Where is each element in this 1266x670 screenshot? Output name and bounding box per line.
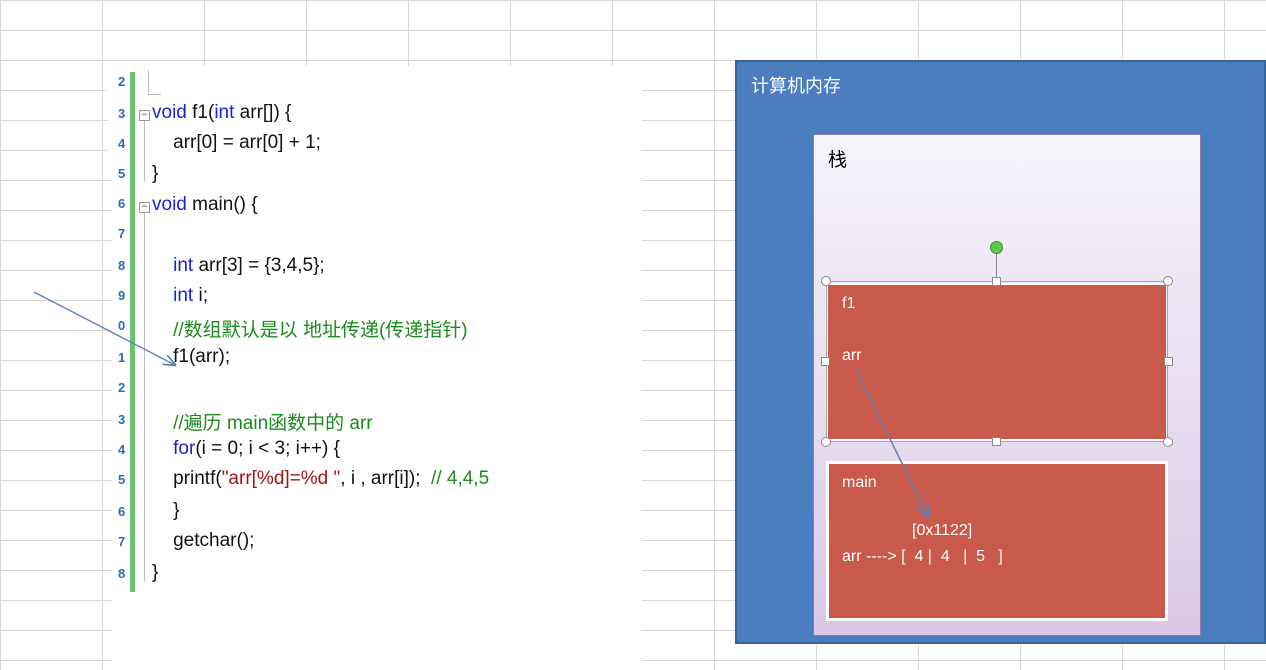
resize-handle-icon[interactable] bbox=[1164, 357, 1173, 366]
code-token: int bbox=[173, 255, 194, 276]
memory-title: 计算机内存 bbox=[751, 76, 841, 97]
resize-handle-icon[interactable] bbox=[992, 277, 1001, 286]
line-number: 9 bbox=[118, 288, 126, 303]
text-cursor-area bbox=[148, 70, 161, 95]
line-number: 2 bbox=[118, 74, 126, 89]
line-number: 5 bbox=[118, 472, 126, 487]
code-token: void bbox=[152, 102, 187, 123]
code-token: arr[3] = {3,4,5}; bbox=[193, 255, 325, 276]
code-line: f1(arr); bbox=[152, 346, 230, 368]
code-line: } bbox=[152, 163, 158, 185]
resize-handle-icon[interactable] bbox=[1163, 276, 1173, 286]
main-frame-name: main bbox=[842, 474, 877, 491]
code-token: // 4,4,5 bbox=[431, 468, 490, 489]
code-token bbox=[152, 285, 173, 306]
code-token: printf( bbox=[152, 468, 222, 489]
code-line: } bbox=[152, 562, 158, 584]
line-number: 0 bbox=[118, 318, 126, 333]
main-stack-frame: main [0x1122] arr ----> [ 4 | 4 | 5 ] bbox=[826, 461, 1168, 621]
code-token: } bbox=[152, 562, 159, 583]
code-line: void main() { bbox=[152, 194, 258, 216]
line-number: 6 bbox=[118, 196, 126, 211]
resize-handle-icon[interactable] bbox=[821, 357, 830, 366]
line-number: 5 bbox=[118, 166, 126, 181]
code-token: main() { bbox=[186, 194, 258, 215]
line-number: 7 bbox=[118, 534, 126, 549]
resize-handle-icon[interactable] bbox=[821, 276, 831, 286]
code-token: for bbox=[173, 438, 196, 459]
code-line: getchar(); bbox=[152, 530, 254, 552]
line-number: 6 bbox=[118, 504, 126, 519]
collapse-toggle-icon[interactable]: − bbox=[139, 202, 150, 213]
fold-guide bbox=[144, 213, 145, 581]
code-token: (i = 0; i < 3; i++) { bbox=[195, 438, 341, 459]
code-token: f1( bbox=[186, 102, 215, 123]
code-token: void bbox=[152, 194, 187, 215]
code-token: getchar(); bbox=[152, 530, 255, 551]
code-token: f1(arr); bbox=[152, 346, 231, 367]
line-number: 2 bbox=[118, 380, 126, 395]
code-token: arr[0] = arr[0] + 1; bbox=[152, 132, 321, 153]
code-token bbox=[152, 255, 173, 276]
code-token: } bbox=[152, 500, 180, 521]
main-arr-values: arr ----> [ 4 | 4 | 5 ] bbox=[842, 548, 1003, 565]
code-line: for(i = 0; i < 3; i++) { bbox=[152, 438, 340, 460]
code-token: "arr[%d]=%d " bbox=[221, 468, 341, 489]
code-line: //遍历 main函数中的 arr bbox=[152, 408, 373, 435]
f1-arr-label: arr bbox=[842, 347, 862, 364]
code-token: } bbox=[152, 163, 159, 184]
line-number: 8 bbox=[118, 258, 126, 273]
code-line: printf("arr[%d]=%d ", i , arr[i]); // 4,… bbox=[152, 468, 489, 490]
collapse-toggle-icon[interactable]: − bbox=[139, 110, 150, 121]
change-marker-bar bbox=[130, 72, 135, 592]
code-line: //数组默认是以 地址传递(传递指针) bbox=[152, 315, 468, 342]
code-token: int bbox=[214, 102, 235, 123]
code-token: //遍历 main函数中的 arr bbox=[152, 413, 373, 434]
stack-region: 栈 f1 arr main [0x1122] arr ----> [ 4 | 4… bbox=[813, 134, 1201, 636]
rotation-stem bbox=[996, 253, 997, 283]
resize-handle-icon[interactable] bbox=[821, 437, 831, 447]
fold-guide bbox=[144, 121, 145, 181]
line-number: 8 bbox=[118, 566, 126, 581]
selection-outline bbox=[826, 281, 1168, 442]
code-line: arr[0] = arr[0] + 1; bbox=[152, 132, 321, 154]
code-token: arr[]) { bbox=[234, 102, 292, 123]
code-editor: 2 3 4 5 6 7 8 9 0 1 2 3 4 5 6 7 8 − − vo… bbox=[108, 66, 642, 670]
code-line: } bbox=[152, 500, 179, 522]
code-token: , i , arr[i]); bbox=[340, 468, 432, 489]
line-number: 1 bbox=[118, 350, 126, 365]
code-line: void f1(int arr[]) { bbox=[152, 102, 291, 124]
code-token: //数组默认是以 地址传递(传递指针) bbox=[152, 320, 468, 341]
code-token: int bbox=[173, 285, 194, 306]
f1-frame-name: f1 bbox=[842, 295, 856, 312]
line-number: 4 bbox=[118, 136, 126, 151]
code-token bbox=[152, 438, 173, 459]
code-line: int i; bbox=[152, 285, 208, 307]
code-line: int arr[3] = {3,4,5}; bbox=[152, 255, 325, 277]
stack-title: 栈 bbox=[828, 149, 848, 171]
resize-handle-icon[interactable] bbox=[992, 437, 1001, 446]
rotate-handle-icon[interactable] bbox=[990, 241, 1003, 254]
line-number: 3 bbox=[118, 412, 126, 427]
line-number: 4 bbox=[118, 442, 126, 457]
code-token: i; bbox=[193, 285, 208, 306]
resize-handle-icon[interactable] bbox=[1163, 437, 1173, 447]
line-number: 3 bbox=[118, 106, 126, 121]
memory-diagram: 计算机内存 栈 f1 arr main [0x1122] arr ----> [… bbox=[735, 60, 1266, 644]
line-number: 7 bbox=[118, 226, 126, 241]
array-address: [0x1122] bbox=[912, 522, 973, 539]
